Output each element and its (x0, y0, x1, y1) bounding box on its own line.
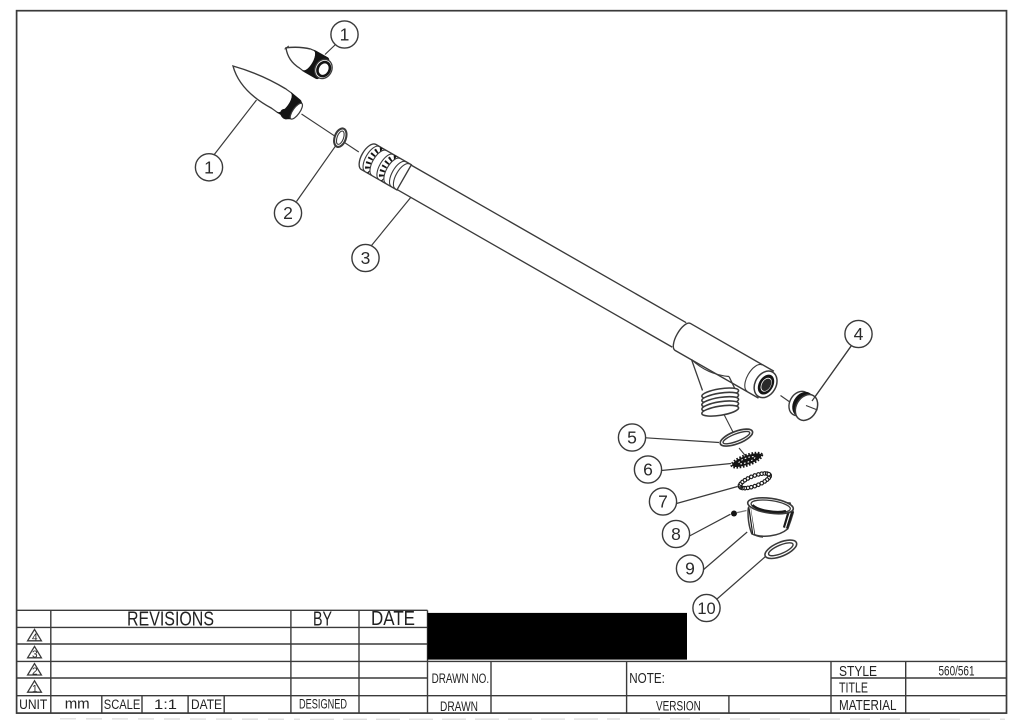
svg-text:UNIT: UNIT (19, 697, 47, 712)
svg-text:4: 4 (32, 633, 38, 644)
svg-text:DESIGNED: DESIGNED (299, 697, 347, 712)
svg-text:REVISIONS: REVISIONS (127, 609, 214, 631)
svg-text:DRAWN: DRAWN (440, 699, 478, 714)
svg-text:2: 2 (283, 203, 293, 223)
svg-text:DATE: DATE (191, 697, 222, 712)
svg-text:10: 10 (697, 600, 715, 618)
svg-text:2: 2 (32, 667, 38, 678)
svg-text:DRAWN NO.: DRAWN NO. (432, 671, 490, 686)
svg-text:SCALE: SCALE (104, 697, 141, 712)
svg-text:1:1: 1:1 (154, 696, 177, 712)
svg-text:BY: BY (313, 609, 332, 631)
svg-text:TITLE: TITLE (839, 680, 868, 696)
svg-text:9: 9 (685, 559, 695, 579)
svg-text:1: 1 (204, 158, 214, 178)
svg-text:7: 7 (658, 492, 668, 512)
svg-text:1: 1 (32, 684, 38, 695)
svg-text:NOTE:: NOTE: (629, 671, 665, 687)
svg-text:VERSION: VERSION (656, 698, 701, 713)
svg-text:3: 3 (32, 650, 38, 661)
svg-text:1: 1 (340, 25, 350, 45)
svg-text:mm: mm (65, 696, 90, 713)
svg-text:5: 5 (627, 428, 637, 448)
svg-text:DATE: DATE (371, 608, 415, 630)
svg-text:MATERIAL: MATERIAL (839, 698, 897, 714)
svg-text:4: 4 (854, 324, 864, 344)
svg-text:6: 6 (643, 460, 653, 480)
svg-text:8: 8 (671, 524, 681, 544)
svg-text:560/561: 560/561 (939, 662, 975, 678)
svg-text:STYLE: STYLE (839, 664, 877, 680)
svg-text:3: 3 (361, 248, 371, 268)
